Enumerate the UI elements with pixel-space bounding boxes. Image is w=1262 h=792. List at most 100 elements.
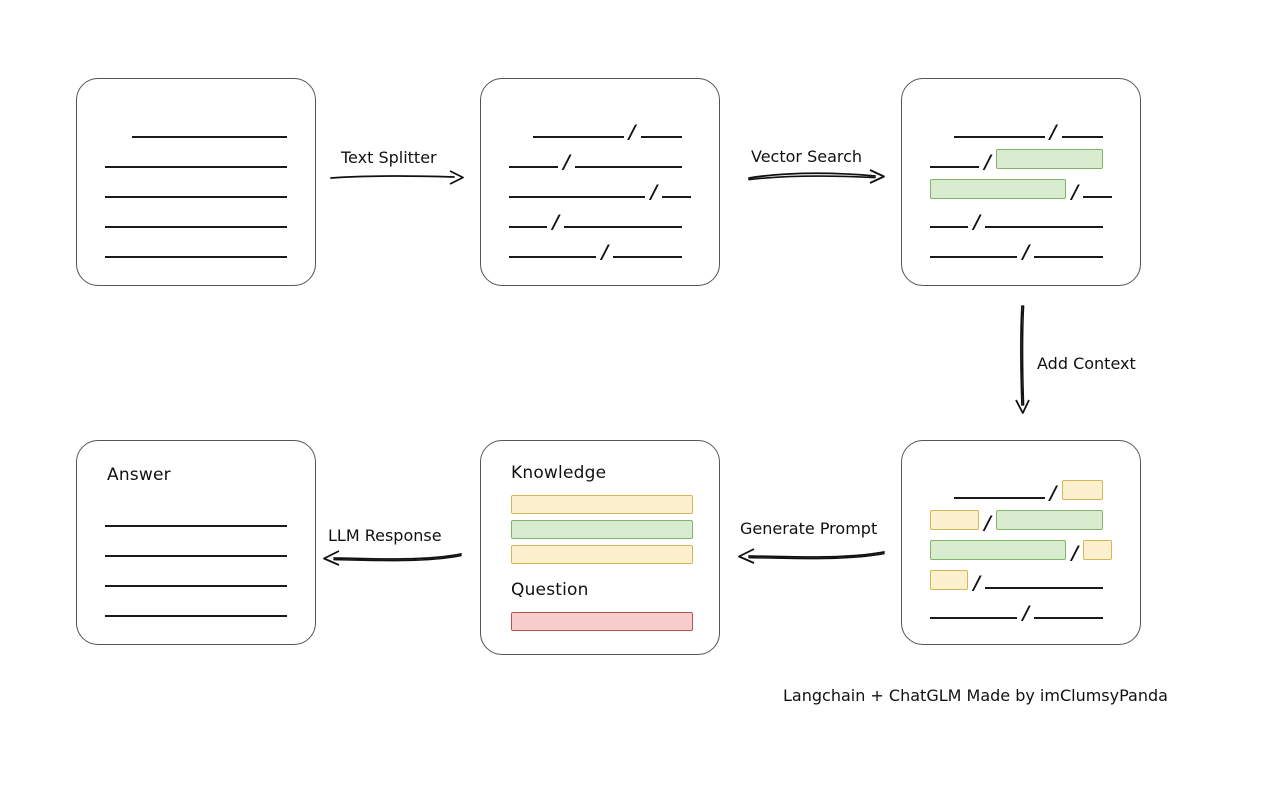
text-rule xyxy=(105,555,287,557)
text-line xyxy=(105,170,287,200)
text-rule xyxy=(509,166,559,168)
text-rule xyxy=(509,226,548,228)
text-line xyxy=(105,529,287,559)
question-bars xyxy=(509,606,693,637)
text-rule xyxy=(509,256,597,258)
text-rule xyxy=(930,616,1018,619)
arrow-text-splitter-label: Text Splitter xyxy=(341,148,437,167)
highlight-chip-green xyxy=(996,509,1104,530)
split-slash: / xyxy=(1071,181,1079,203)
text-rule xyxy=(953,136,1045,138)
text-line xyxy=(105,499,287,529)
text-rule xyxy=(1083,196,1112,198)
highlight-chip-green xyxy=(930,539,1067,560)
text-rule xyxy=(1034,616,1104,619)
line-indent xyxy=(930,139,954,140)
text-line: / xyxy=(509,230,691,263)
arrow-llm-response xyxy=(322,548,462,570)
text-rule xyxy=(105,525,287,527)
arrow-generate-prompt-label: Generate Prompt xyxy=(740,519,878,538)
split-slash: / xyxy=(563,151,571,173)
answer-card: Answer xyxy=(76,440,316,645)
split-slash: / xyxy=(973,571,981,594)
text-line xyxy=(105,559,287,589)
text-line: / xyxy=(930,230,1112,263)
highlight-chip-yellow xyxy=(1083,539,1112,560)
split-slash: / xyxy=(984,511,992,534)
text-line xyxy=(105,589,287,619)
text-rule xyxy=(662,196,691,198)
prompt-card: Knowledge Question xyxy=(480,440,720,655)
split-slash: / xyxy=(601,241,609,263)
knowledge-label: Knowledge xyxy=(511,463,607,483)
highlight-chip-yellow xyxy=(1061,479,1104,500)
matched-document-body: ///// xyxy=(902,79,1140,285)
text-line: / xyxy=(509,110,691,143)
text-rule xyxy=(575,166,683,168)
context-document-lines: / / / / / xyxy=(930,471,1112,624)
text-rule xyxy=(105,196,287,198)
arrow-llm-response-label: LLM Response xyxy=(328,526,442,545)
text-line: / xyxy=(930,170,1112,203)
text-line xyxy=(105,110,287,140)
text-rule xyxy=(132,136,287,138)
text-line: / xyxy=(930,140,1112,172)
split-slash: / xyxy=(1049,121,1057,143)
text-rule xyxy=(105,166,287,168)
split-document-lines: / / / / / xyxy=(509,110,691,263)
arrow-add-context-label: Add Context xyxy=(1037,354,1136,373)
line-indent xyxy=(930,500,954,501)
text-rule xyxy=(640,136,683,138)
text-rule xyxy=(105,615,287,617)
prompt-bar-yellow xyxy=(511,545,693,564)
text-line: / xyxy=(509,200,691,233)
arrow-add-context xyxy=(1010,305,1036,415)
text-line: / xyxy=(930,110,1112,143)
question-label: Question xyxy=(511,580,589,600)
text-line: / xyxy=(930,531,1112,564)
source-document-body xyxy=(77,79,315,285)
arrow-text-splitter xyxy=(330,168,465,190)
text-rule xyxy=(105,226,287,228)
line-indent xyxy=(105,139,132,140)
text-rule xyxy=(509,196,646,198)
highlight-chip-yellow xyxy=(930,509,980,530)
text-line: / xyxy=(930,591,1112,624)
split-slash: / xyxy=(1022,601,1030,624)
text-rule xyxy=(105,585,287,587)
split-document-card: / / / / / xyxy=(480,78,720,286)
highlight-chip-yellow xyxy=(930,569,969,590)
split-slash: / xyxy=(650,181,658,203)
arrow-vector-search xyxy=(748,166,886,190)
source-document-card xyxy=(76,78,316,286)
context-document-card: / / / / / xyxy=(901,440,1141,645)
matched-document-card: ///// xyxy=(901,78,1141,286)
text-rule xyxy=(613,256,683,258)
text-line: / xyxy=(930,471,1112,502)
text-rule xyxy=(930,256,1018,258)
prompt-bar-red xyxy=(511,612,693,631)
text-rule xyxy=(532,136,624,138)
text-line: / xyxy=(930,561,1112,594)
knowledge-bars xyxy=(509,489,693,570)
text-rule xyxy=(953,496,1045,499)
answer-card-body: Answer xyxy=(77,441,315,644)
prompt-bar-yellow xyxy=(511,495,693,514)
arrow-vector-search-label: Vector Search xyxy=(751,147,863,166)
text-rule xyxy=(1034,256,1104,258)
split-slash: / xyxy=(973,211,981,233)
footer-credit: Langchain + ChatGLM Made by imClumsyPand… xyxy=(783,686,1168,705)
text-line: / xyxy=(930,200,1112,233)
split-slash: / xyxy=(1022,241,1030,263)
context-document-body: / / / / / xyxy=(902,441,1140,644)
split-document-body: / / / / / xyxy=(481,79,719,285)
text-line xyxy=(105,200,287,230)
text-rule xyxy=(930,226,969,228)
arrow-generate-prompt xyxy=(737,546,885,568)
split-slash: / xyxy=(1071,541,1079,564)
split-slash: / xyxy=(628,121,636,143)
split-slash: / xyxy=(552,211,560,233)
text-rule xyxy=(930,166,980,168)
highlight-chip-green xyxy=(930,179,1067,199)
answer-lines xyxy=(105,499,287,619)
